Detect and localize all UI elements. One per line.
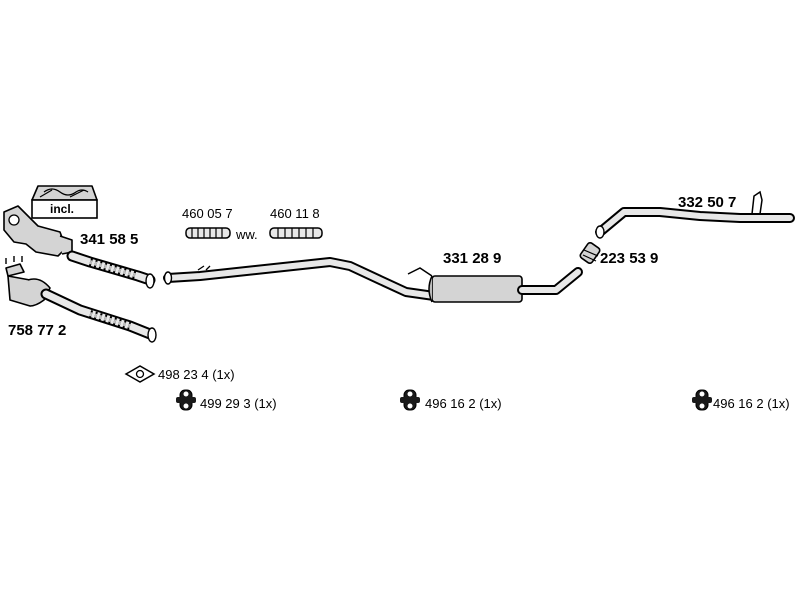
rubber-mount-icon xyxy=(176,389,196,411)
mount-rear-label: 496 16 2 (1x) xyxy=(713,396,790,411)
alternative-word: ww. xyxy=(236,227,258,242)
clamp-number: 223 53 9 xyxy=(600,250,659,267)
tail-pipe-part xyxy=(595,190,795,239)
flex-hose-b-number: 460 11 8 xyxy=(270,206,320,221)
front-pipe-part xyxy=(66,250,156,289)
flex-hose-a-part xyxy=(185,227,231,239)
mount-front-label: 499 29 3 (1x) xyxy=(200,396,277,411)
middle-pipe-part xyxy=(163,257,439,301)
flex-hose-a-number: 460 05 7 xyxy=(182,206,233,221)
tail-pipe-number: 332 50 7 xyxy=(678,194,737,211)
gasket-label: 498 23 4 (1x) xyxy=(158,367,235,382)
kit-box-icon xyxy=(31,185,98,219)
front-pipe-number: 341 58 5 xyxy=(80,231,139,248)
rubber-mount-icon xyxy=(692,389,712,411)
catalytic-converter-part xyxy=(5,256,157,343)
middle-silencer-part xyxy=(407,267,583,303)
kit-box-label: incl. xyxy=(50,202,75,216)
rubber-mount-icon xyxy=(400,389,420,411)
manifold-part xyxy=(3,205,73,257)
clamp-icon xyxy=(579,241,601,265)
catalytic-converter-number: 758 77 2 xyxy=(8,322,67,339)
mount-middle-label: 496 16 2 (1x) xyxy=(425,396,502,411)
gasket-icon xyxy=(124,365,156,383)
flex-hose-b-part xyxy=(269,227,323,239)
middle-silencer-number: 331 28 9 xyxy=(443,250,502,267)
